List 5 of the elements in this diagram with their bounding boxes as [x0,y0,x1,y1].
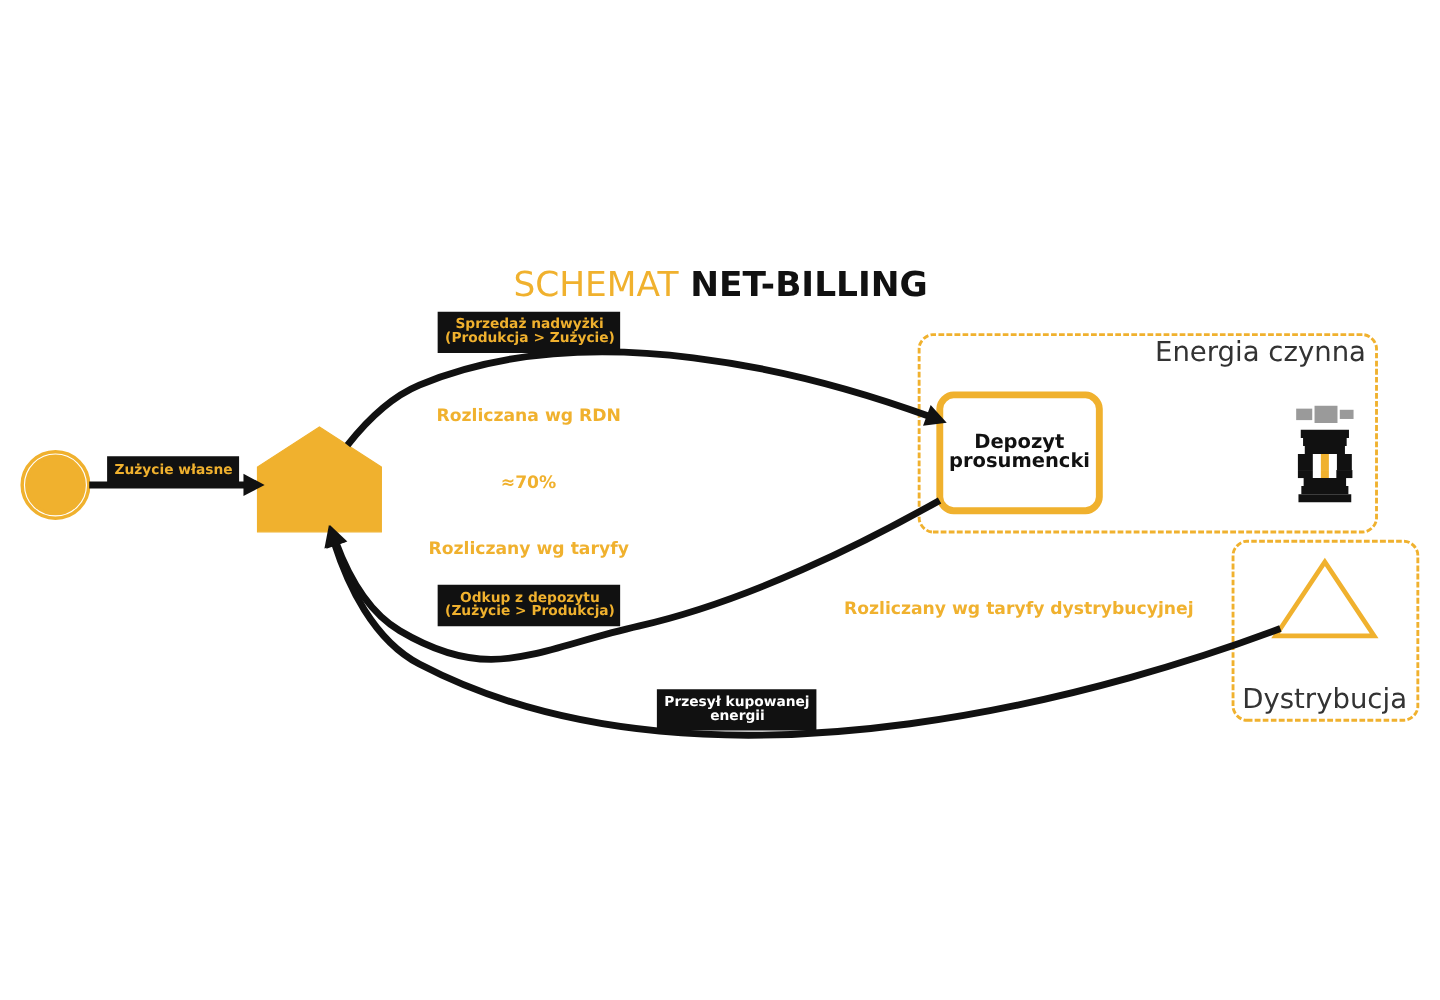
label: Rozliczany wg taryfy [428,540,629,561]
label: ≈70% [500,473,557,494]
diagram-title: SCHEMAT NET-BILLING [513,265,928,306]
label: Rozliczany wg taryfy dystrybucyjnej [843,600,1194,621]
label: Rozliczana wg RDN [436,407,622,428]
